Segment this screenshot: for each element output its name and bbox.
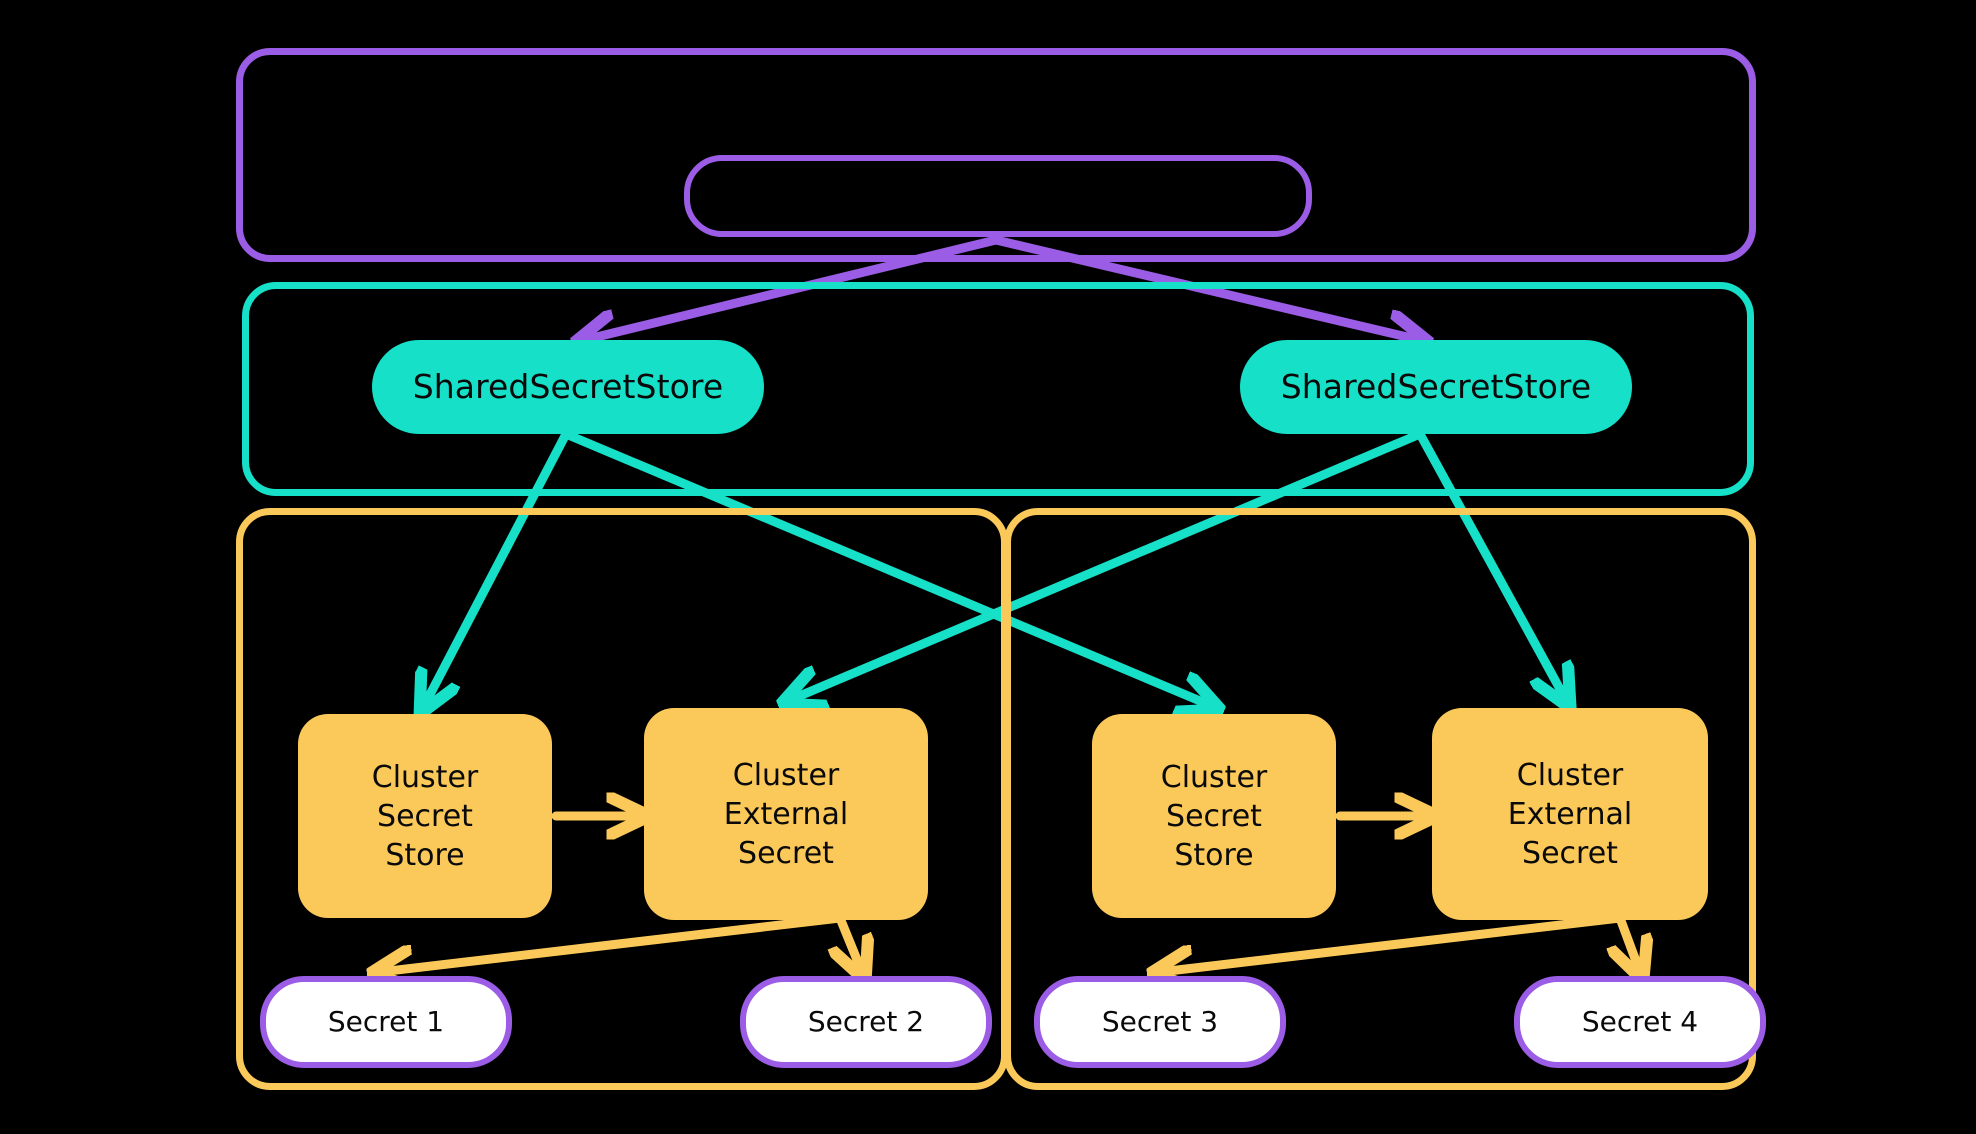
container-orange-cluster-right — [1004, 508, 1756, 1090]
cluster-secret-store-left[interactable]: Cluster Secret Store — [298, 714, 552, 918]
secret-4[interactable]: Secret 4 — [1514, 976, 1766, 1068]
cluster-external-secret-left[interactable]: Cluster External Secret — [644, 708, 928, 920]
cluster-external-secret-right[interactable]: Cluster External Secret — [1432, 708, 1708, 920]
shared-store-left[interactable]: SharedSecretStore — [372, 340, 764, 434]
container-teal-outer — [242, 282, 1754, 496]
shared-store-right[interactable]: SharedSecretStore — [1240, 340, 1632, 434]
secret-3[interactable]: Secret 3 — [1034, 976, 1286, 1068]
controller-pill[interactable] — [684, 155, 1312, 237]
cluster-secret-store-right[interactable]: Cluster Secret Store — [1092, 714, 1336, 918]
secret-2[interactable]: Secret 2 — [740, 976, 992, 1068]
container-purple-outer — [236, 48, 1756, 262]
secret-1[interactable]: Secret 1 — [260, 976, 512, 1068]
